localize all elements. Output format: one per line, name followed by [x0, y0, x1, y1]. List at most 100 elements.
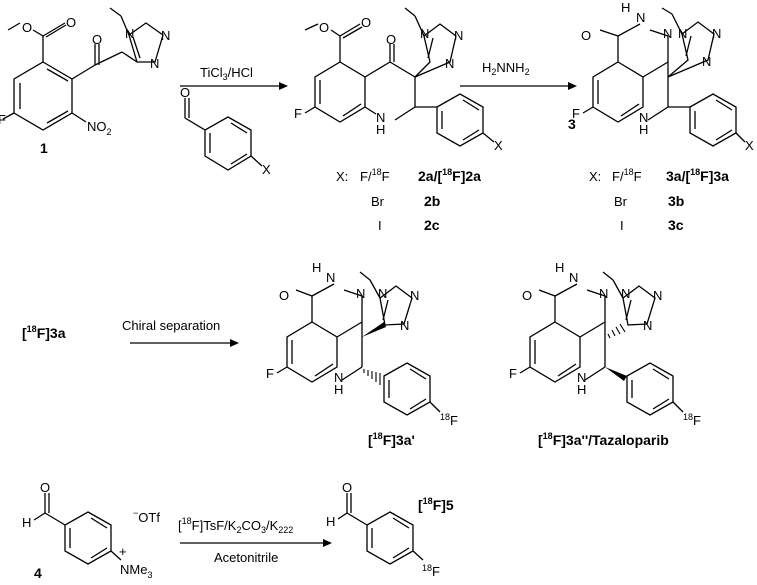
compound-18f-3a-prime-structure: O N H N N N N N H F 18F [18F]3a' [266, 260, 458, 448]
atom-nh: N [569, 270, 578, 285]
atom-o: O [92, 32, 102, 47]
atom-o: O [66, 15, 76, 30]
atom-n: N [577, 370, 586, 385]
compound-2-structure: O O O N N N N H F X [294, 7, 503, 153]
series-x-label: X: [336, 169, 348, 184]
substituent-f18f: F/18F [612, 167, 642, 184]
compound-3b-label: 3b [668, 193, 684, 209]
compound-3-series-table: X: F/18F 3a/[18F]3a Br 3b I 3c [589, 167, 729, 233]
atom-o: O [180, 85, 190, 100]
reagent-ticl3-hcl: TiCl3/HCl [200, 65, 253, 82]
nitro-group: NO2 [87, 119, 112, 137]
atom-n: N [161, 28, 170, 43]
compound-4-structure: O H NMe3 + −OTf 4 [22, 480, 160, 581]
compound-2a-label: 2a/[18F]2a [418, 167, 481, 184]
atom-h: H [639, 122, 648, 137]
atom-n: N [653, 288, 662, 303]
atom-o: O [22, 20, 32, 35]
reaction-arrow-2: H2NNH2 [460, 60, 577, 90]
fluorine-18: 18F [683, 412, 701, 428]
atom-n: N [125, 26, 134, 41]
triflate-counterion: −OTf [133, 508, 160, 525]
atom-n: N [621, 286, 630, 301]
atom-nh: N [636, 10, 645, 25]
atom-o: O [522, 288, 532, 303]
positive-charge: + [119, 544, 127, 559]
atom-n: N [376, 110, 385, 125]
atom-o: O [386, 32, 396, 47]
compound-18f-3a-double-prime-structure: O N H N N N N N H F 18F [18F]3a''/Tazalo… [509, 260, 701, 448]
compound-3-structure: O N H N N N N N H F X 3 [568, 0, 754, 153]
atom-n: N [712, 26, 721, 41]
atom-h: H [577, 382, 586, 397]
atom-n: N [445, 56, 454, 71]
compound-2b-label: 2b [424, 193, 440, 209]
atom-n: N [663, 26, 672, 41]
fluorine-18: 18F [440, 412, 458, 428]
solvent-acetonitrile: Acetonitrile [214, 550, 278, 565]
substituent-i: I [620, 218, 624, 233]
atom-n: N [420, 26, 429, 41]
chiral-separation-label: Chiral separation [122, 318, 220, 333]
atom-n: N [702, 54, 711, 69]
atom-n: N [356, 286, 365, 301]
substituent-f18f: F/18F [360, 167, 390, 184]
atom-h: H [312, 260, 321, 275]
atom-n: N [400, 318, 409, 333]
atom-n: N [678, 26, 687, 41]
series-x-label: X: [589, 169, 601, 184]
atom-n: N [378, 286, 387, 301]
atom-f: F [266, 366, 274, 381]
compound-18f-3a-double-prime-label: [18F]3a''/Tazaloparib [538, 431, 669, 448]
compound-1-label: 1 [40, 140, 48, 156]
aryl-aldehyde-structure: O X [180, 85, 271, 177]
atom-f: F [294, 106, 302, 121]
reaction-arrow-chiral: Chiral separation [122, 318, 239, 347]
atom-n: N [454, 28, 463, 43]
compound-4-label: 4 [34, 565, 42, 581]
reaction-arrow-radiofluorination: [18F]TsF/K2CO3/K222 Acetonitrile [178, 516, 332, 565]
atom-f: F [509, 366, 517, 381]
substituent-x: X [262, 162, 271, 177]
atom-o: O [361, 15, 371, 30]
reaction-arrow-1: TiCl3/HCl [180, 65, 288, 90]
atom-o: O [40, 480, 50, 495]
atom-n: N [334, 370, 343, 385]
substituent-br: Br [371, 194, 385, 209]
atom-n: N [639, 110, 648, 125]
atom-n: N [599, 286, 608, 301]
substituent-x: X [494, 138, 503, 153]
atom-h: H [376, 122, 385, 137]
atom-o: O [342, 480, 352, 495]
atom-h: H [555, 260, 564, 275]
atom-h: H [334, 382, 343, 397]
atom-o: O [279, 288, 289, 303]
trimethylammonium: NMe3 [120, 562, 152, 580]
compound-3-label: 3 [568, 116, 576, 132]
compound-18f-5-label: [18F]5 [418, 496, 454, 513]
substituent-br: Br [614, 194, 628, 209]
atom-n: N [150, 56, 159, 71]
reagent-hydrazine: H2NNH2 [482, 60, 530, 77]
atom-o: O [581, 28, 591, 43]
atom-n: N [643, 318, 652, 333]
compound-2-series-table: X: F/18F 2a/[18F]2a Br 2b I 2c [336, 167, 481, 233]
atom-n: N [410, 288, 419, 303]
atom-f: F [0, 112, 6, 127]
compound-1-structure: O O O N N N F NO2 1 [0, 7, 170, 156]
compound-18f-3a-label: [18F]3a [22, 324, 66, 341]
compound-2c-label: 2c [424, 217, 440, 233]
fluorine-18: 18F [422, 563, 440, 579]
substituent-x: X [745, 138, 754, 153]
compound-18f-3a-prime-label: [18F]3a' [368, 431, 415, 448]
atom-nh: N [326, 270, 335, 285]
compound-3c-label: 3c [668, 217, 684, 233]
compound-18f-5-structure: O H 18F [18F]5 [326, 480, 454, 579]
atom-h: H [621, 0, 630, 15]
atom-f: F [572, 106, 580, 121]
atom-o: O [319, 20, 329, 35]
compound-3a-label: 3a/[18F]3a [666, 167, 729, 184]
atom-h: H [326, 514, 335, 529]
substituent-i: I [378, 218, 382, 233]
